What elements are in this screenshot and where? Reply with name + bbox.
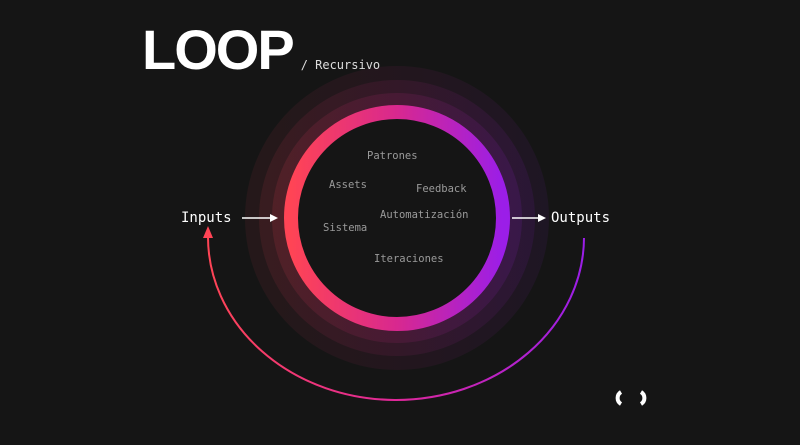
input-arrowhead-icon [270, 214, 278, 222]
inputs-label: Inputs [181, 210, 232, 226]
page-title: LOOP [142, 18, 295, 81]
feedback-arc [206, 235, 585, 401]
loop-item: Sistema [323, 222, 368, 234]
loop-item: Iteraciones [374, 253, 444, 265]
loop-ring [284, 105, 510, 331]
page-subtitle: / Recursivo [300, 58, 381, 72]
output-arrowhead-icon [538, 214, 546, 222]
page-header: LOOP / Recursivo [142, 18, 380, 82]
outputs-label: Outputs [551, 210, 611, 226]
arc-arrowhead-icon [203, 226, 213, 238]
brand-brackets-icon [615, 390, 647, 406]
loop-item: Patrones [367, 150, 418, 162]
loop-item: Automatización [380, 209, 469, 221]
loop-item: Assets [329, 179, 367, 191]
loop-item: Feedback [416, 183, 467, 195]
